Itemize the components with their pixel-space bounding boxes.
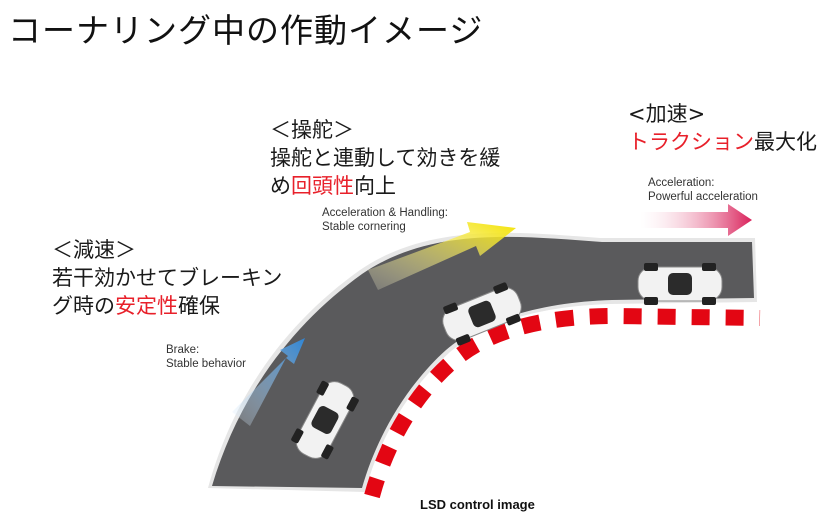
accel-line-1: トラクション最大化 [628,128,817,156]
page-title: コーナリング中の作動イメージ [8,11,484,50]
handling-arrow [368,222,516,290]
accel-label-2: Powerful acceleration [648,191,758,203]
brake-line-2-highlight: 安定性 [115,294,178,318]
car-cornering [442,282,522,346]
brake-description: ＜減速＞ 若干効かせてブレーキン グ時の安定性確保 [52,236,282,320]
steer-line-2-highlight: 回頭性 [291,174,354,198]
car-accelerating [637,263,723,305]
handling-label-2: Stable cornering [322,221,406,233]
curb-red [364,307,761,499]
brake-line-1: 若干効かせてブレーキン [52,266,283,290]
accel-label: Acceleration: Powerful acceleration [648,176,758,204]
road [212,236,754,488]
brake-line-2-a: グ時の [52,294,115,318]
accel-heading: <加速> [628,102,706,126]
brake-line-2: グ時の安定性確保 [52,292,282,320]
handling-label: Acceleration & Handling: Stable cornerin… [322,206,448,234]
accel-label-1: Acceleration: [648,177,715,189]
handling-label-1: Acceleration & Handling: [322,207,448,219]
figure-caption: LSD control image [420,497,535,512]
brake-heading: ＜減速＞ [52,238,136,262]
brake-line-2-b: 確保 [178,294,220,318]
steer-heading: ＜操舵＞ [270,118,354,142]
steer-line-1: 操舵と連動して効きを緩 [270,146,501,170]
brake-label-2: Stable behavior [166,358,246,370]
brake-label-1: Brake: [166,344,200,356]
accel-line-1-highlight: トラクション [628,130,754,154]
brake-label: Brake: Stable behavior [166,343,246,371]
steer-line-2-a: め [270,174,291,198]
acceleration-arrow [640,204,752,236]
brake-arrow [232,338,305,426]
accel-description: <加速> トラクション最大化 [628,100,817,156]
accel-line-1-b: 最大化 [754,130,817,154]
steer-line-2: め回頭性向上 [270,172,500,200]
car-braking [291,380,359,460]
steer-line-2-b: 向上 [354,174,396,198]
steer-description: ＜操舵＞ 操舵と連動して効きを緩 め回頭性向上 [270,116,500,200]
